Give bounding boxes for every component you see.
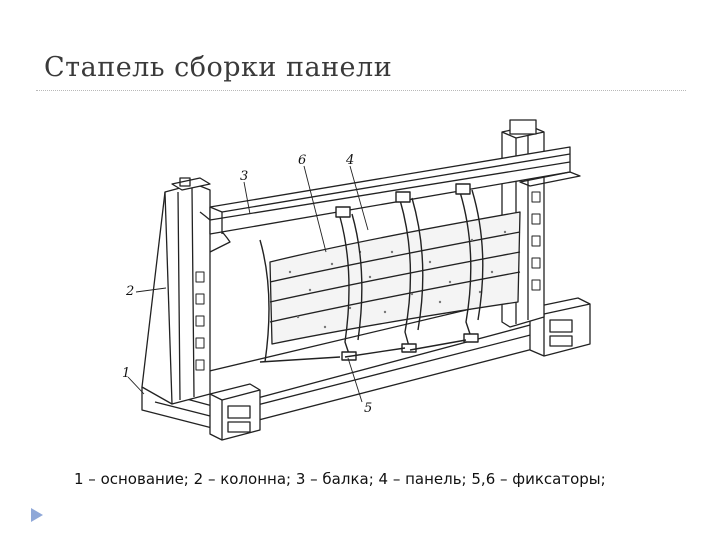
callout-6: 6 [298, 153, 306, 168]
callout-3: 3 [240, 169, 248, 184]
figure-caption: 1 – основание; 2 – колонна; 3 – балка; 4… [74, 470, 606, 488]
fixators-drawing [259, 183, 484, 363]
assembly-jig-drawing: 1 2 3 4 5 6 [122, 119, 591, 441]
left-column-drawing [141, 177, 231, 405]
callout-4: 4 [345, 153, 354, 168]
panel-drawing [269, 211, 521, 345]
triangle-arrow-icon [31, 508, 43, 522]
callout-2: 2 [125, 284, 134, 299]
top-beam-drawing [209, 146, 581, 235]
slide-title: Стапель сборки панели [44, 52, 393, 83]
title-divider [36, 90, 686, 91]
callout-5: 5 [364, 401, 372, 416]
leader-lines [127, 165, 369, 403]
callout-1: 1 [122, 366, 130, 381]
